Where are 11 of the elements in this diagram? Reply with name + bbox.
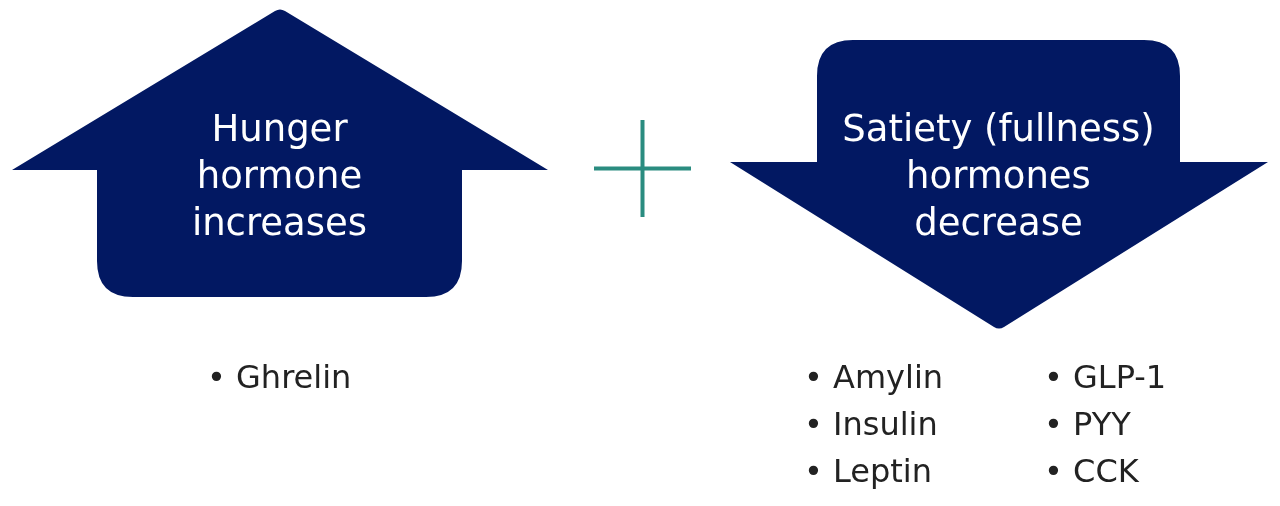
down-arrow: [730, 40, 1268, 330]
arrow-text: Satiety (fullness) hormones decrease: [841, 106, 1156, 246]
list-item: • Ghrelin: [207, 357, 352, 398]
list-item: • CCK: [1044, 451, 1139, 492]
list-item: • Insulin: [804, 404, 938, 445]
arrow-text: Hunger hormone increases: [190, 106, 369, 246]
list-item: • PYY: [1044, 404, 1131, 445]
up-arrow: [12, 8, 548, 297]
list-item: • Leptin: [804, 451, 933, 492]
list-item: • Amylin: [804, 357, 944, 398]
list-item: • GLP-1: [1044, 357, 1167, 398]
